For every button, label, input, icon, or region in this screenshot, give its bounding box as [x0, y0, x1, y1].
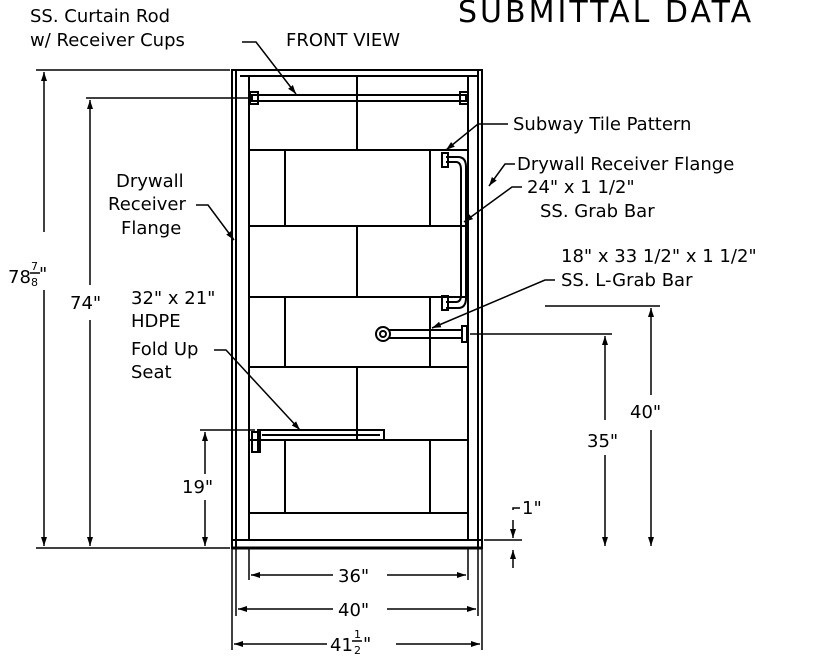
subway-tile-label: Subway Tile Pattern	[513, 114, 691, 135]
curtain-rod-label-1: SS. Curtain Rod	[30, 6, 170, 27]
fold-up-seat	[251, 429, 385, 453]
dim-overall-height-num: 7	[31, 260, 38, 273]
drywall-flange-left-label-1: Drywall	[116, 171, 184, 192]
dimension-rod-height: 74"	[70, 97, 250, 546]
l-grab-bar	[375, 325, 468, 343]
dim-overall-width-whole: 41	[330, 635, 353, 656]
dim-40-width: 40"	[338, 600, 369, 621]
subway-tile-pattern	[249, 76, 468, 514]
drywall-flange-left-label-2: Receiver	[108, 194, 186, 215]
seat-label-1: 32" x 21"	[131, 288, 215, 309]
dim-seat-height: 19"	[182, 477, 213, 498]
seat-label-2: HDPE	[131, 311, 181, 332]
shower-unit	[231, 69, 483, 550]
drywall-flange-right-label: Drywall Receiver Flange	[517, 154, 734, 175]
dim-overall-width-den: 2	[354, 644, 361, 657]
dim-35: 35"	[587, 431, 618, 452]
dim-threshold: 1"	[522, 498, 542, 519]
curtain-rod	[249, 91, 469, 105]
dimension-overall-height: 78 7 8 "	[8, 69, 230, 549]
grab-bar-label-2: SS. Grab Bar	[540, 201, 655, 222]
dim-40-height: 40"	[630, 402, 661, 423]
dim-overall-height-unit: "	[39, 264, 47, 285]
dim-36-width: 36"	[338, 566, 369, 587]
dim-overall-width-unit: "	[363, 634, 371, 655]
drawing-title: SUBMITTAL DATA	[458, 0, 754, 30]
grab-bar-label-1: 24" x 1 1/2"	[527, 177, 635, 198]
dim-overall-height-den: 8	[31, 276, 38, 289]
seat-label-3: Fold Up	[131, 339, 198, 360]
dim-rod-height: 74"	[70, 293, 101, 314]
drywall-flange-left-label-3: Flange	[121, 218, 181, 239]
seat-label-4: Seat	[131, 362, 172, 383]
vertical-grab-bar	[441, 152, 467, 311]
l-grab-bar-label-2: SS. L-Grab Bar	[561, 270, 693, 291]
dimension-threshold: 1"	[484, 498, 542, 568]
l-grab-bar-label-1: 18" x 33 1/2" x 1 1/2"	[561, 246, 757, 267]
curtain-rod-label-2: w/ Receiver Cups	[30, 30, 185, 51]
dimension-seat-height: 19"	[182, 429, 255, 546]
dim-overall-width-num: 1	[354, 628, 361, 641]
dimension-grab-bar-heights: 35" 40"	[470, 305, 661, 546]
dim-overall-height-whole: 78	[8, 267, 31, 288]
dimension-widths: 36" 40" 41 1 2 "	[231, 548, 483, 657]
view-label: FRONT VIEW	[286, 30, 400, 51]
